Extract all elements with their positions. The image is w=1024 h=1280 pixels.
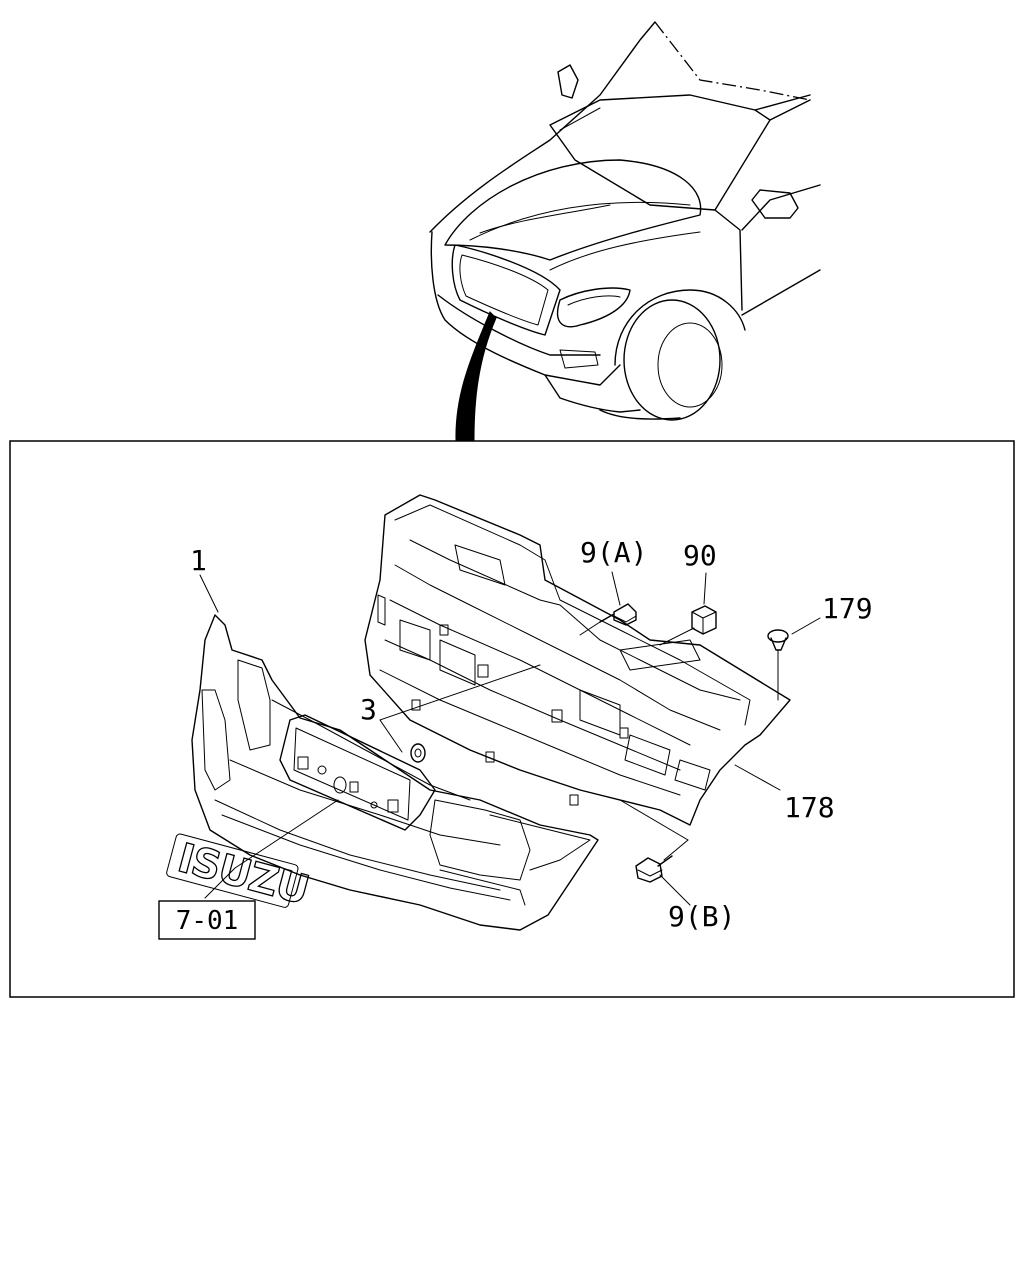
callout-178: 178 (784, 791, 835, 824)
callout-90: 90 (683, 539, 717, 572)
push-clip-179-icon (767, 629, 789, 701)
callout-1: 1 (190, 544, 207, 577)
callout-9b: 9(B) (668, 900, 735, 933)
callout-3: 3 (360, 693, 377, 726)
callout-9a: 9(A) (580, 536, 647, 569)
emblem: ISUZU (166, 833, 314, 915)
emblem-text: ISUZU (173, 835, 313, 914)
grille-support-bracket (364, 494, 791, 826)
detail-frame (9, 440, 1015, 998)
leader-lines (199, 571, 821, 906)
callout-179: 179 (822, 592, 873, 625)
front-grille (191, 614, 599, 931)
bolt-9b-icon (635, 855, 673, 883)
reference-box[interactable]: 7-01 (158, 900, 256, 940)
grommet-3-icon (410, 743, 426, 763)
reference-label[interactable]: 7-01 (176, 906, 239, 936)
detail-pointer (455, 311, 497, 441)
bolt-9a-icon (599, 603, 637, 626)
vehicle-overview (429, 21, 821, 421)
clip-nut-90-icon (691, 605, 717, 635)
